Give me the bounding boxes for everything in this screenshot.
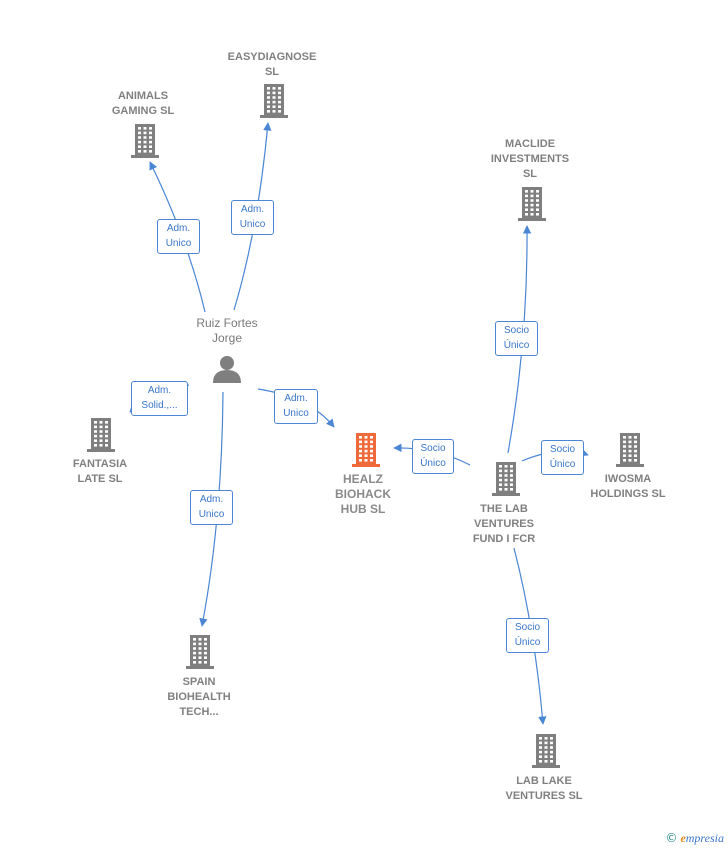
building-icon	[186, 635, 214, 669]
empresia-watermark: © empresia	[665, 831, 724, 846]
person-icon	[213, 356, 241, 383]
edge-label-person-to-fantasia: Adm. Solid.,...	[131, 381, 188, 416]
edge-label-person-to-healz: Adm. Unico	[274, 389, 318, 424]
brand-name: mpresia	[685, 831, 724, 845]
node-label-fantasia[interactable]: FANTASIA LATE SL	[72, 458, 128, 485]
edge-label-thelab-to-lablake: Socio Único	[506, 618, 549, 653]
building-icon	[616, 433, 644, 467]
node-label-healz[interactable]: HEALZ BIOHACK HUB SL	[335, 472, 391, 516]
focus-building-icon	[352, 433, 380, 467]
edge-label-person-to-easydiag: Adm. Unico	[231, 200, 274, 235]
node-label-lablake[interactable]: LAB LAKE VENTURES SL	[505, 775, 583, 802]
edge-label-thelab-to-iwosma: Socio Único	[541, 440, 584, 475]
building-icon	[87, 418, 115, 452]
edge-label-thelab-to-maclide: Socio Único	[495, 321, 538, 356]
node-label-iwosma[interactable]: IWOSMA HOLDINGS SL	[590, 473, 666, 500]
edge-label-person-to-spain: Adm. Unico	[190, 490, 233, 525]
node-label-maclide[interactable]: MACLIDE INVESTMENTS SL	[490, 138, 570, 180]
node-label-animals[interactable]: ANIMALS GAMING SL	[111, 90, 175, 117]
building-icon	[518, 187, 546, 221]
building-icon	[131, 124, 159, 158]
node-label-thelab[interactable]: THE LAB VENTURES FUND I FCR	[472, 503, 536, 545]
building-icon	[532, 734, 560, 768]
node-label-person[interactable]: Ruiz Fortes Jorge	[196, 316, 258, 345]
edge-label-thelab-to-healz: Socio Único	[412, 439, 454, 474]
copyright-symbol: ©	[665, 831, 678, 845]
building-icon	[260, 84, 288, 118]
node-label-easydiag[interactable]: EASYDIAGNOSE SL	[227, 51, 317, 78]
building-icon	[492, 462, 520, 496]
node-label-spain[interactable]: SPAIN BIOHEALTH TECH...	[167, 676, 231, 718]
edge-label-person-to-animals: Adm. Unico	[157, 219, 200, 254]
brand-initial: e	[680, 831, 686, 845]
